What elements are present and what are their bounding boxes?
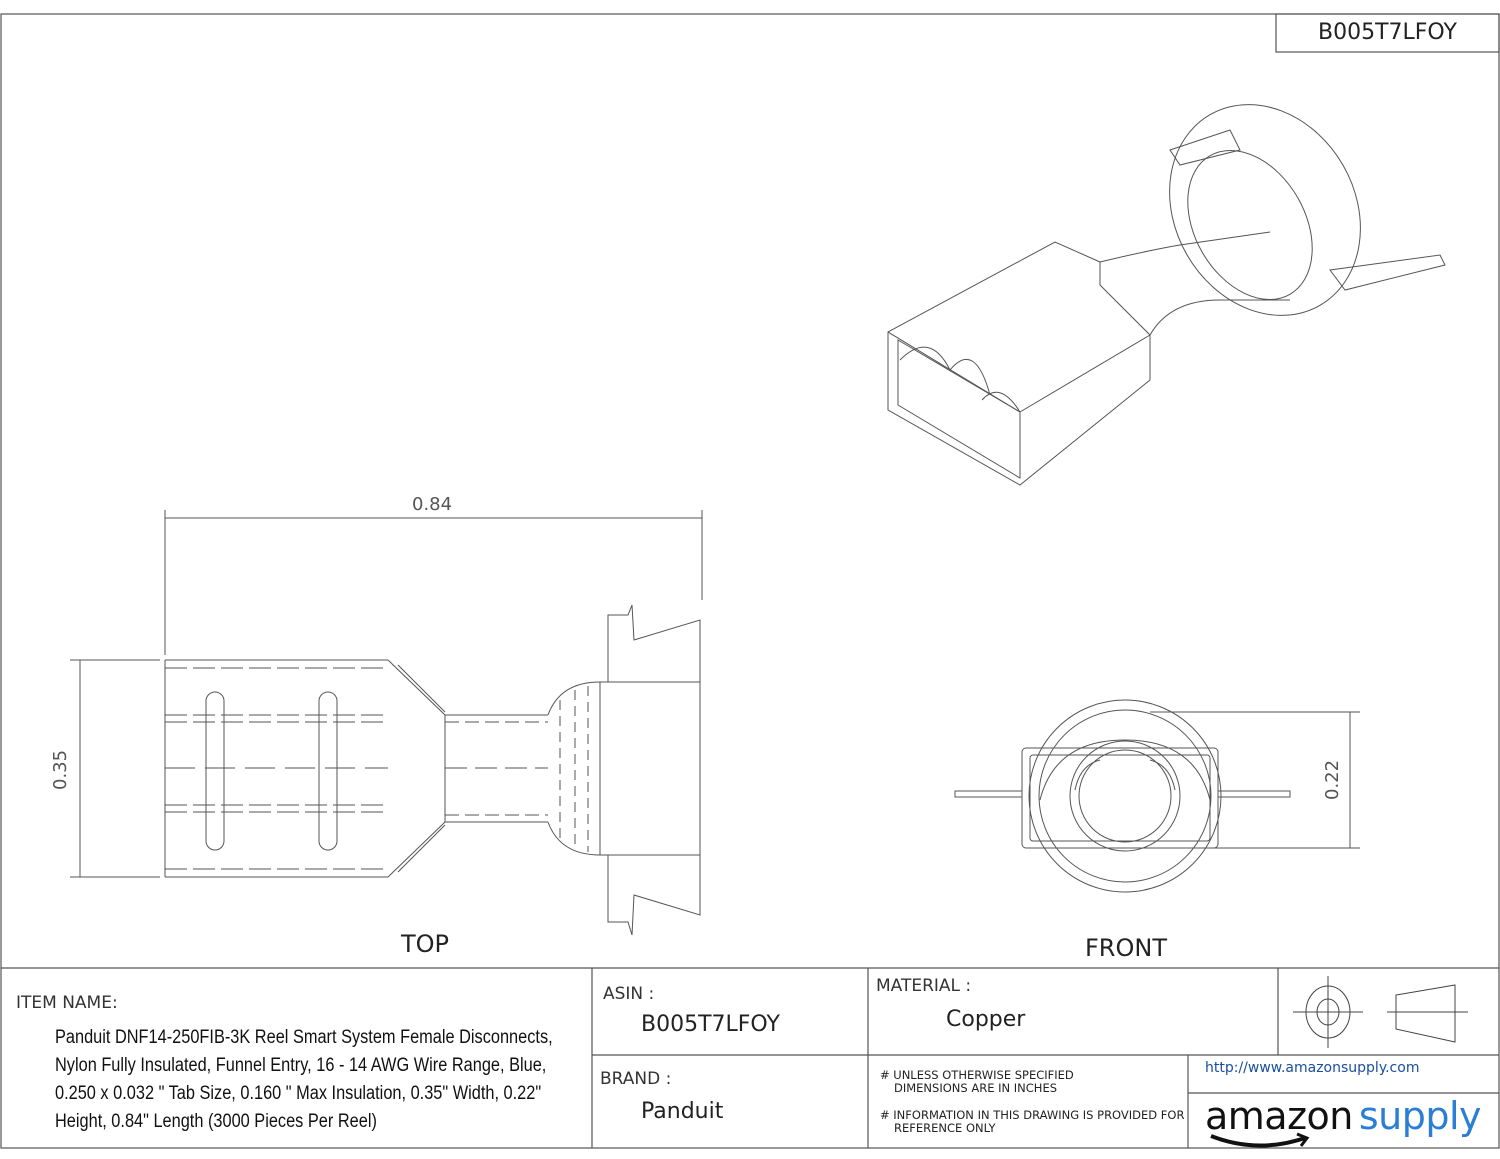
- material-value: Copper: [946, 1007, 1026, 1032]
- website-link[interactable]: http://www.amazonsupply.com: [1205, 1060, 1420, 1076]
- width-dimension: 0.35: [50, 749, 71, 790]
- top-view-drawing: [70, 510, 703, 936]
- top-view-label: TOP: [401, 930, 450, 958]
- brand-value: Panduit: [641, 1099, 724, 1124]
- asin-header-box: [1275, 13, 1500, 53]
- asin-value: B005T7LFOY: [641, 1012, 780, 1037]
- asin-header: B005T7LFOY: [1318, 20, 1457, 45]
- front-view-drawing: [954, 699, 1360, 893]
- note-reference-line1: # INFORMATION IN THIS DRAWING IS PROVIDE…: [880, 1108, 1185, 1122]
- item-name: Panduit DNF14-250FIB-3K Reel Smart Syste…: [55, 1027, 553, 1132]
- height-dimension: 0.22: [1322, 759, 1343, 800]
- length-dimension: 0.84: [412, 494, 453, 515]
- item-name-label: ITEM NAME:: [16, 993, 118, 1013]
- logo-supply: supply: [1358, 1094, 1482, 1138]
- note-units-line1: # UNLESS OTHERWISE SPECIFIED: [880, 1068, 1074, 1082]
- isometric-view-drawing: [887, 104, 1446, 486]
- brand-label: BRAND :: [600, 1069, 672, 1089]
- front-view-label: FRONT: [1085, 934, 1167, 962]
- third-angle-projection-icon: [1293, 976, 1468, 1048]
- note-units: # UNLESS OTHERWISE SPECIFIED DIMENSIONS …: [880, 1069, 1074, 1095]
- note-reference: # INFORMATION IN THIS DRAWING IS PROVIDE…: [880, 1109, 1184, 1135]
- note-units-line2: DIMENSIONS ARE IN INCHES: [894, 1081, 1058, 1095]
- note-reference-line2: REFERENCE ONLY: [894, 1121, 996, 1135]
- drawing-frame: [0, 13, 1500, 1149]
- asin-label: ASIN :: [603, 984, 655, 1004]
- material-label: MATERIAL :: [876, 976, 972, 996]
- amazon-smile-icon: [1210, 1132, 1310, 1148]
- logo-amazon: amazon: [1205, 1094, 1353, 1138]
